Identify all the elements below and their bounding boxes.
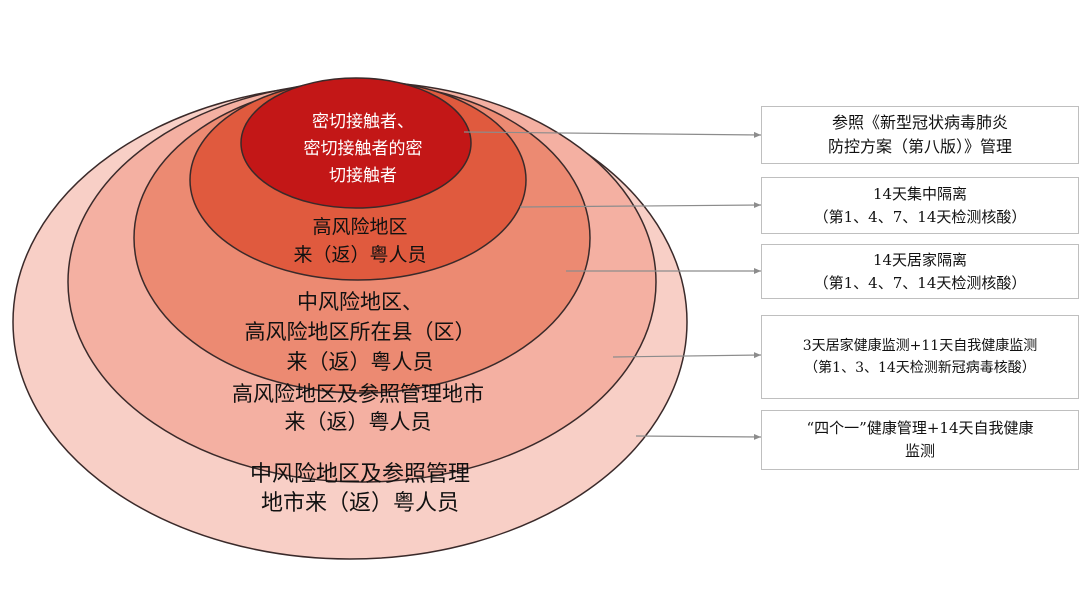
ring-4-label: 高风险地区及参照管理地市 来（返）粤人员 bbox=[232, 382, 484, 434]
measure-2-text: 14天集中隔离 （第1、4、7、14天检测核酸） bbox=[813, 184, 1027, 226]
measure-4-text: 3天居家健康监测+11天自我健康监测 （第1、3、14天检测新冠病毒核酸） bbox=[802, 338, 1038, 376]
ring-1-ellipse bbox=[240, 77, 472, 209]
measure-box-1: 参照《新型冠状病毒肺炎 防控方案（第八版）》管理 bbox=[761, 106, 1079, 164]
measure-box-2: 14天集中隔离 （第1、4、7、14天检测核酸） bbox=[761, 177, 1079, 234]
measure-5-text: “四个一”健康管理+14天自我健康 监测 bbox=[806, 419, 1034, 460]
measure-box-5: “四个一”健康管理+14天自我健康 监测 bbox=[761, 410, 1079, 470]
ring-2-label: 高风险地区 来（返）粤人员 bbox=[293, 216, 427, 266]
measure-1-text: 参照《新型冠状病毒肺炎 防控方案（第八版）》管理 bbox=[827, 113, 1012, 156]
connector-4 bbox=[612, 352, 762, 359]
ring-5-label: 中风险地区及参照管理 地市来（返）粤人员 bbox=[249, 462, 470, 516]
connector-2 bbox=[519, 202, 762, 209]
measure-box-3: 14天居家隔离 （第1、4、7、14天检测核酸） bbox=[761, 244, 1079, 299]
measure-3-text: 14天居家隔离 （第1、4、7、14天检测核酸） bbox=[813, 250, 1027, 292]
ring-3-label: 中风险地区、 高风险地区所在县（区） 来（返）粤人员 bbox=[244, 290, 476, 374]
ring-1-label: 密切接触者、 密切接触者的密 切接触者 bbox=[303, 112, 423, 186]
connector-1 bbox=[463, 131, 762, 138]
measure-box-4: 3天居家健康监测+11天自我健康监测 （第1、3、14天检测新冠病毒核酸） bbox=[761, 315, 1079, 399]
connector-5 bbox=[635, 433, 762, 440]
